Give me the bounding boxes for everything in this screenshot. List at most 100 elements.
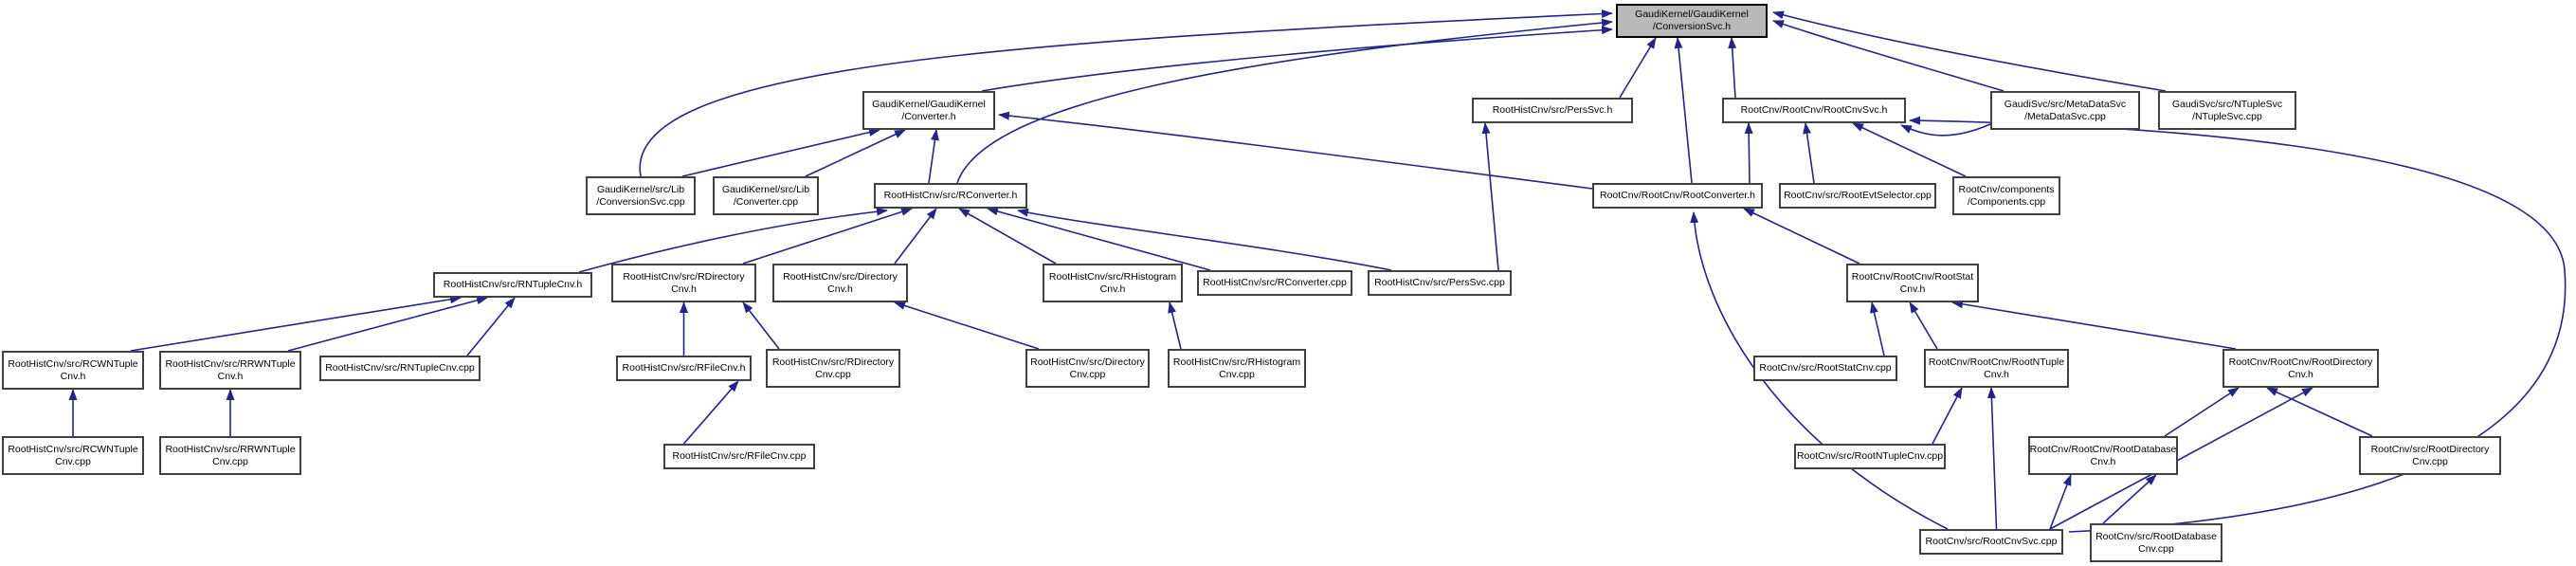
include-edge-rfilecnv_cpp-to-rfilecnv_h <box>682 380 739 445</box>
file-node-label: Cnv.cpp <box>55 455 91 467</box>
include-edge-rootconverter_h-to-root <box>1674 37 1693 184</box>
file-node-label: Cnv.h <box>671 283 697 295</box>
file-node-rootntuplecnv_cpp[interactable]: RootCnv/src/RootNTupleCnv.cpp <box>1794 444 1946 469</box>
file-node-rootevtselector_cpp[interactable]: RootCnv/src/RootEvtSelector.cpp <box>1779 183 1936 209</box>
file-node-metadatasvc_cpp[interactable]: GaudiSvc/src/MetaDataSvc/MetaDataSvc.cpp <box>1990 91 2140 130</box>
file-node-label: RootHistCnv/src/RNTupleCnv.cpp <box>325 362 475 374</box>
file-node-converter_cpp[interactable]: GaudiKernel/src/Lib/Converter.cpp <box>713 176 819 215</box>
file-node-label: Cnv.h <box>1899 283 1926 295</box>
include-edge-conversionsvc_cpp-to-converter_h <box>681 128 880 177</box>
include-edge-rootcnvsvc_cpp-to-rootntuplecnv_h <box>1986 387 1998 530</box>
file-node-perssvc_cpp[interactable]: RootHistCnv/src/PersSvc.cpp <box>1368 270 1512 296</box>
file-node-label: RootHistCnv/src/RRWNTuple <box>165 443 296 455</box>
file-node-label: RootCnv/src/RootDatabase <box>2095 530 2217 542</box>
file-node-label: RootHistCnv/src/Directory <box>783 270 898 283</box>
file-node-label: RootCnv/src/RootStatCnv.cpp <box>1759 362 1892 374</box>
file-node-rootstatcnv_cpp[interactable]: RootCnv/src/RootStatCnv.cpp <box>1753 356 1897 381</box>
include-edge-rconverter_h-to-converter_h <box>928 129 939 184</box>
file-node-label: Cnv.h <box>2288 368 2313 380</box>
file-node-label: Cnv.cpp <box>815 368 851 380</box>
file-node-label: RootCnv/RootCnv/RootDatabase <box>2029 443 2177 455</box>
file-node-rntuplecnv_h[interactable]: RootHistCnv/src/RNTupleCnv.h <box>433 272 592 298</box>
file-node-rntuplecnv_cpp[interactable]: RootHistCnv/src/RNTupleCnv.cpp <box>319 356 481 381</box>
file-node-label: Cnv.cpp <box>212 455 248 467</box>
include-edge-metadatasvc_cpp-to-rootcnvsvc_h <box>1900 123 1991 137</box>
file-node-perssvc_h[interactable]: RootHistCnv/src/PersSvc.h <box>1472 98 1633 123</box>
include-edge-rootcnvsvc_cpp-to-rootdatabasecnv_h <box>2049 474 2072 530</box>
include-edge-rrwntuplecnv_h-to-rntuplecnv_h <box>287 296 488 352</box>
file-node-label: RootHistCnv/src/RDirectory <box>771 356 895 368</box>
include-edge-ntuplesvc_cpp-to-root <box>1772 10 2167 92</box>
include-edge-rcwntuplecnv_h-to-rntuplecnv_h <box>130 295 462 352</box>
file-node-label: RootHistCnv/src/RCWNTuple <box>8 357 138 370</box>
include-edge-rootconverter_h-to-rootcnvsvc_h <box>1744 122 1753 184</box>
file-node-label: /Components.cpp <box>1967 195 2046 208</box>
file-node-label: RootHistCnv/src/RHistogram <box>1048 270 1177 283</box>
file-node-label: GaudiKernel/src/Lib <box>721 183 810 195</box>
file-node-rootconverter_h[interactable]: RootCnv/RootCnv/RootConverter.h <box>1592 183 1763 209</box>
include-edge-perssvc_cpp-to-rconverter_h <box>1017 208 1392 271</box>
file-node-converter_h[interactable]: GaudiKernel/GaudiKernel/Converter.h <box>862 91 995 130</box>
file-node-label: GaudiKernel/src/Lib <box>596 183 685 195</box>
file-node-label: RootHistCnv/src/RRWNTuple <box>165 357 296 370</box>
include-edge-rootntuplecnv_h-to-rootstatcnv_h <box>1909 301 1938 350</box>
file-node-label: Cnv.cpp <box>2138 542 2174 555</box>
file-node-label: RootCnv/RootCnv/RootConverter.h <box>1600 190 1755 201</box>
file-node-label: RootCnv/src/RootDirectory <box>2370 443 2490 455</box>
file-node-rootcnvsvc_h[interactable]: RootCnv/RootCnv/RootCnvSvc.h <box>1722 98 1906 123</box>
include-edge-directorycnv_cpp-to-directorycnv_h <box>894 301 1040 350</box>
include-edge-rntuplecnv_cpp-to-rntuplecnv_h <box>466 297 516 356</box>
file-node-rfilecnv_h[interactable]: RootHistCnv/src/RFileCnv.h <box>616 356 752 381</box>
include-edge-rootevtselector_cpp-to-rootcnvsvc_h <box>1803 122 1815 184</box>
include-edge-rdirectorycnv_h-to-rconverter_h <box>742 208 913 265</box>
file-node-label: Cnv.cpp <box>2412 455 2448 467</box>
include-edge-rootdatabasecnv_cpp-to-rootdatabasecnv_h <box>2102 474 2157 524</box>
file-node-label: RootCnv/RootCnv/RootNTuple <box>1928 356 2065 368</box>
file-node-components_cpp[interactable]: RootCnv/components/Components.cpp <box>1952 176 2060 215</box>
file-node-rconverter_h[interactable]: RootHistCnv/src/RConverter.h <box>874 183 1027 209</box>
file-node-label: GaudiKernel/GaudiKernel <box>1635 9 1749 20</box>
file-node-label: RootHistCnv/src/RConverter.h <box>883 190 1018 201</box>
file-node-label: Cnv.h <box>60 370 86 382</box>
include-edge-directorycnv_h-to-rconverter_h <box>894 208 937 265</box>
file-node-label: Cnv.h <box>1099 283 1126 295</box>
include-edge-converter_cpp-to-converter_h <box>805 129 906 177</box>
file-node-rfilecnv_cpp[interactable]: RootHistCnv/src/RFileCnv.cpp <box>663 444 815 469</box>
file-node-label: RootHistCnv/src/RCWNTuple <box>8 443 138 455</box>
include-edge-metadatasvc_cpp-to-root <box>1772 20 2005 92</box>
file-node-rootcnvsvc_cpp[interactable]: RootCnv/src/RootCnvSvc.cpp <box>1919 529 2063 555</box>
file-node-label: RootHistCnv/src/Directory <box>1030 356 1145 368</box>
include-edge-rootdirectorycnv_h-to-rootstatcnv_h <box>1951 300 2237 350</box>
file-node-label: Cnv.cpp <box>1069 368 1106 380</box>
include-edge-converter_h-to-root <box>981 26 1613 92</box>
file-node-label: Cnv.h <box>2090 455 2116 467</box>
file-node-label: RootHistCnv/src/RConverter.cpp <box>1203 277 1347 288</box>
file-node-label: /Converter.cpp <box>733 195 799 208</box>
file-node-rconverter_cpp[interactable]: RootHistCnv/src/RConverter.cpp <box>1197 270 1352 296</box>
include-edge-rhistogramcnv_cpp-to-rhistogramcnv_h <box>1168 301 1182 350</box>
file-node-label: /ConversionSvc.h <box>1652 21 1732 32</box>
file-node-label: RootHistCnv/src/PersSvc.cpp <box>1374 277 1505 288</box>
file-node-ntuplesvc_cpp[interactable]: GaudiSvc/src/NTupleSvc/NTupleSvc.cpp <box>2158 91 2296 130</box>
file-node-label: RootCnv/components <box>1958 183 2055 195</box>
file-node-conversionsvc_cpp[interactable]: GaudiKernel/src/Lib/ConversionSvc.cpp <box>586 176 696 215</box>
file-node-label: /NTupleSvc.cpp <box>2192 110 2262 122</box>
